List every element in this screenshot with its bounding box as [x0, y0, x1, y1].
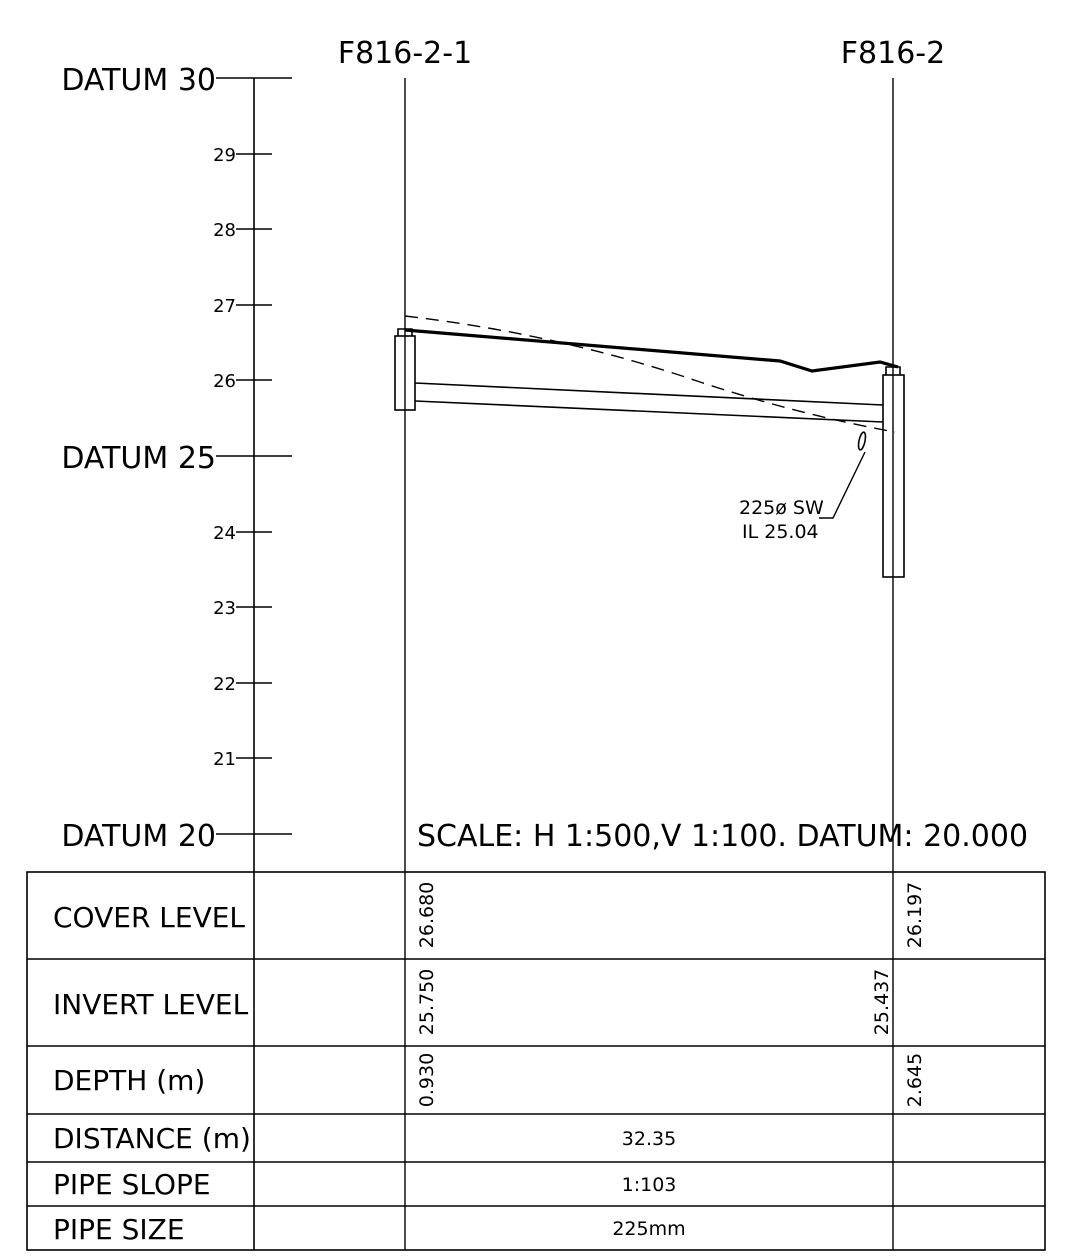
tick-label-26: 26 [213, 371, 236, 392]
existing-ground-dashed-line [404, 315, 896, 433]
levels-table: COVER LEVEL INVERT LEVEL DEPTH (m) DISTA… [26, 871, 1046, 1251]
pipe-size-value: 225mm [612, 1218, 685, 1240]
tick-label-24: 24 [213, 523, 236, 544]
pipe-slope-value: 1:103 [622, 1174, 677, 1196]
invert-level-left-value: 25.750 [416, 969, 438, 1035]
tick-label-28: 28 [213, 220, 236, 241]
row-label-pipe-slope: PIPE SLOPE [53, 1168, 211, 1201]
pipe-invert-line [414, 400, 884, 423]
depth-left-value: 0.930 [416, 1053, 438, 1107]
manhole-label-f816-2: F816-2 [841, 36, 945, 71]
manhole-left-shaft [394, 335, 416, 411]
manhole-right-shaft [882, 374, 905, 578]
scale-note: SCALE: H 1:500,V 1:100. DATUM: 20.000 [417, 819, 1028, 854]
tick-label-27: 27 [213, 296, 236, 317]
annotation-pipe-size: 225ø SW [739, 497, 824, 519]
table-border [26, 871, 1046, 1251]
manhole-label-f816-2-1: F816-2-1 [338, 36, 472, 71]
row-label-cover-level: COVER LEVEL [53, 901, 245, 934]
row-label-invert-level: INVERT LEVEL [53, 988, 249, 1021]
tick-label-29: 29 [213, 145, 236, 166]
manhole-left-cap [397, 328, 413, 336]
tick-label-23: 23 [213, 598, 236, 619]
cover-level-right-value: 26.197 [904, 882, 926, 948]
row-label-distance: DISTANCE (m) [53, 1122, 251, 1155]
cover-level-left-value: 26.680 [416, 882, 438, 948]
minor-ticks: 29 28 27 26 24 23 22 21 [213, 145, 272, 770]
row-label-depth: DEPTH (m) [53, 1064, 205, 1097]
datum-25-label: DATUM 25 [61, 441, 216, 476]
distance-value: 32.35 [622, 1128, 676, 1150]
pipe-crown-line [414, 382, 884, 406]
tick-label-22: 22 [213, 674, 236, 695]
existing-pipe-ellipse [857, 431, 867, 451]
ground-surface-line [404, 328, 899, 373]
tick-label-21: 21 [213, 749, 236, 770]
invert-level-right-value: 25.437 [871, 969, 893, 1035]
datum-30-label: DATUM 30 [61, 63, 216, 98]
annotation-leader-line [819, 451, 866, 519]
row-label-pipe-size: PIPE SIZE [53, 1213, 185, 1246]
annotation-invert-level: IL 25.04 [742, 521, 819, 543]
depth-right-value: 2.645 [904, 1053, 926, 1107]
datum-20-label: DATUM 20 [61, 819, 216, 854]
